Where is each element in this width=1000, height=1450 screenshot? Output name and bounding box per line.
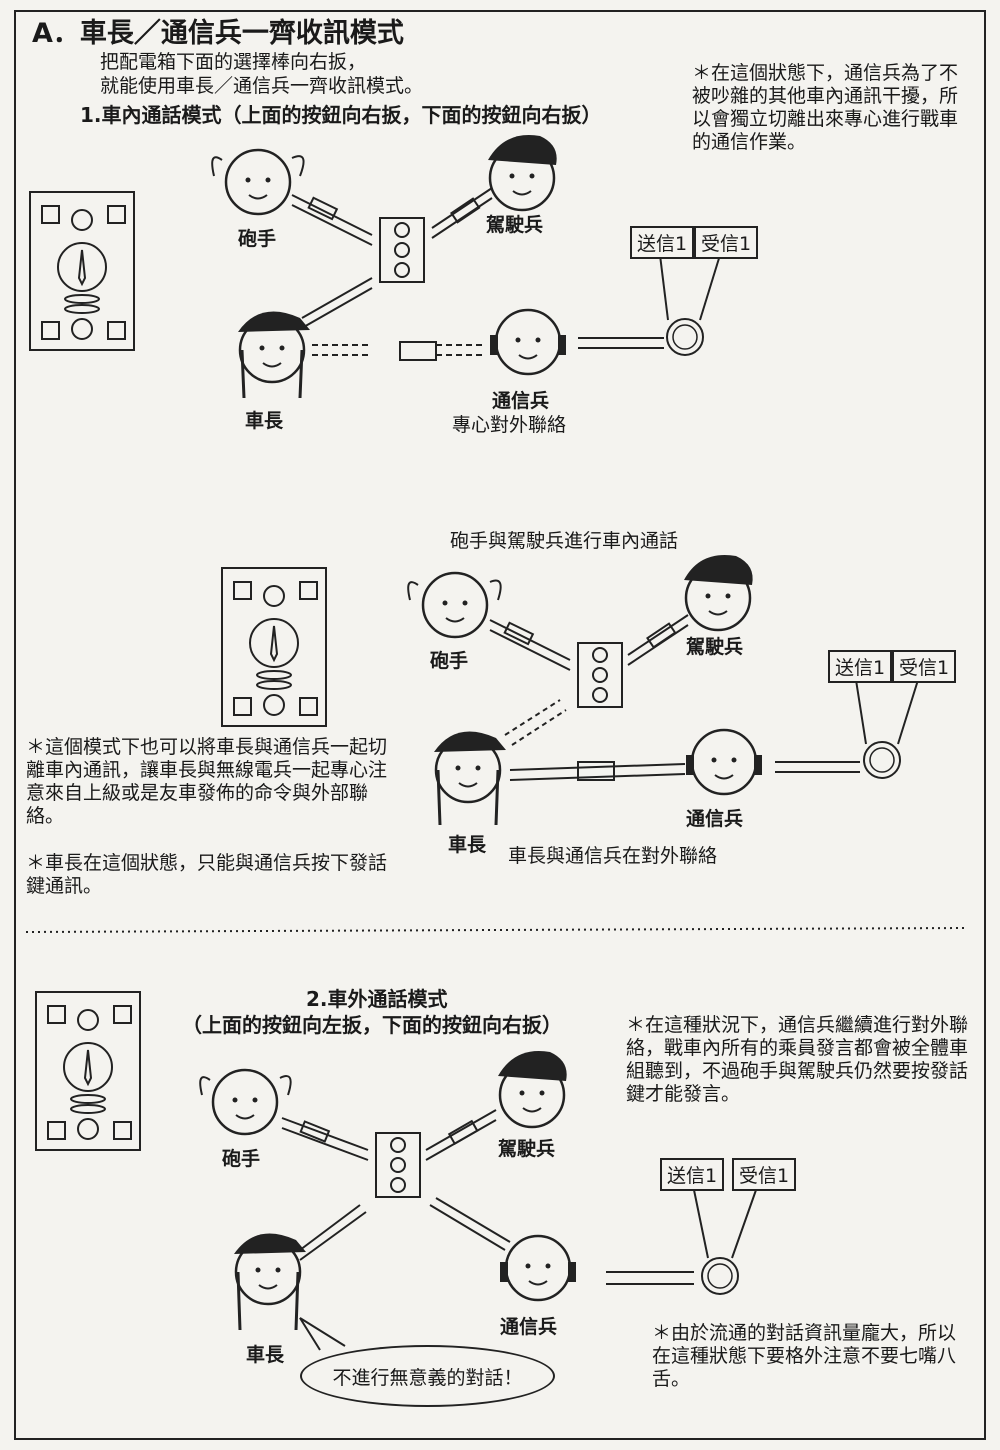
driver-face-icon xyxy=(684,555,753,632)
note-bottom-2: ＊由於流通的對話資訊量龐大，所以在這種狀態下要格外注意不要七嘴八舌。 xyxy=(652,1322,957,1390)
note-mid-2: ＊車長在這個狀態，只能與通信兵按下發話鍵通訊。 xyxy=(26,852,388,897)
driver-face-icon xyxy=(498,1051,567,1129)
radio-operator-face-icon xyxy=(686,728,762,796)
antenna-icon xyxy=(666,318,704,356)
tag-send: 送信1 xyxy=(630,226,695,259)
mode2-subtitle: （上面的按鈕向左扳，下面的按鈕向右扳） xyxy=(182,1013,562,1037)
connection-lines xyxy=(281,1109,757,1351)
label-gunner: 砲手 xyxy=(430,650,469,672)
label-radio: 通信兵 xyxy=(500,1316,558,1338)
antenna-icon xyxy=(863,741,901,779)
note-bottom-1: ＊在這種狀況下，通信兵繼續進行對外聯絡，戰車內所有的乘員發言都會被全體車組聽到，… xyxy=(626,1014,969,1105)
label-gunner: 砲手 xyxy=(238,228,277,250)
speech-bubble: 不進行無意義的對話！ xyxy=(300,1345,555,1407)
note-top: ＊在這個狀態下，通信兵為了不被吵雜的其他車內通訊干擾，所以會獨立切離出來專心進行… xyxy=(692,62,959,153)
label-driver: 駕駛兵 xyxy=(686,636,744,658)
commander-face-icon xyxy=(234,1233,306,1331)
label-driver: 駕駛兵 xyxy=(486,214,544,236)
page-frame xyxy=(14,10,986,1440)
tag-recv: 受信1 xyxy=(694,226,759,259)
distribution-panel-icon xyxy=(35,991,141,1151)
section-divider xyxy=(25,927,966,933)
switch-box-icon xyxy=(577,642,623,708)
label-commander: 車長 xyxy=(448,834,487,856)
intro-text: 把配電箱下面的選擇棒向右扳， 就能使用車長／通信兵一齊收訊模式。 xyxy=(100,50,423,98)
intro-line-2: 就能使用車長／通信兵一齊收訊模式。 xyxy=(100,75,424,97)
label-gunner: 砲手 xyxy=(222,1148,261,1170)
tag-recv: 受信1 xyxy=(732,1158,797,1191)
intro-line-1: 把配電箱下面的選擇棒向右扳， xyxy=(100,51,367,73)
commander-face-icon xyxy=(434,731,506,826)
connection-lines xyxy=(291,187,721,361)
tag-recv: 受信1 xyxy=(892,650,957,683)
label-driver: 駕駛兵 xyxy=(498,1138,556,1160)
connection-lines xyxy=(489,614,919,781)
distribution-panel-icon xyxy=(221,567,327,727)
gunner-face-icon xyxy=(199,1068,292,1136)
tag-send: 送信1 xyxy=(660,1158,725,1191)
antenna-icon xyxy=(701,1257,739,1295)
mode1-title: 1.車內通話模式（上面的按鈕向右扳，下面的按鈕向右扳） xyxy=(80,103,602,127)
page-title: A．車長／通信兵一齊收訊模式 xyxy=(32,18,404,49)
caption-gunner-driver: 砲手與駕駛兵進行車內通話 xyxy=(450,530,679,552)
label-radio: 通信兵 xyxy=(686,808,744,830)
tag-send: 送信1 xyxy=(828,650,893,683)
mode2-title: 2.車外通話模式 xyxy=(306,987,448,1011)
distribution-panel-icon xyxy=(29,191,135,351)
switch-box-icon xyxy=(375,1132,421,1198)
radio-operator-face-icon xyxy=(500,1234,576,1302)
switch-box-icon xyxy=(379,217,425,283)
label-commander: 車長 xyxy=(245,410,284,432)
caption-cmd-radio: 車長與通信兵在對外聯絡 xyxy=(508,845,718,867)
speech-text: 不進行無意義的對話！ xyxy=(332,1366,523,1389)
radio-operator-face-icon xyxy=(490,308,566,376)
gunner-face-icon xyxy=(211,148,305,216)
label-commander: 車長 xyxy=(246,1344,285,1366)
label-radio: 通信兵 xyxy=(492,390,550,412)
note-mid-1: ＊這個模式下也可以將車長與通信兵一起切離車內通訊，讓車長與無線電兵一起專心注意來… xyxy=(26,736,388,827)
gunner-face-icon xyxy=(407,571,502,639)
commander-face-icon xyxy=(238,311,310,399)
driver-face-icon xyxy=(488,135,557,212)
caption-radio-focus: 專心對外聯絡 xyxy=(452,414,567,436)
